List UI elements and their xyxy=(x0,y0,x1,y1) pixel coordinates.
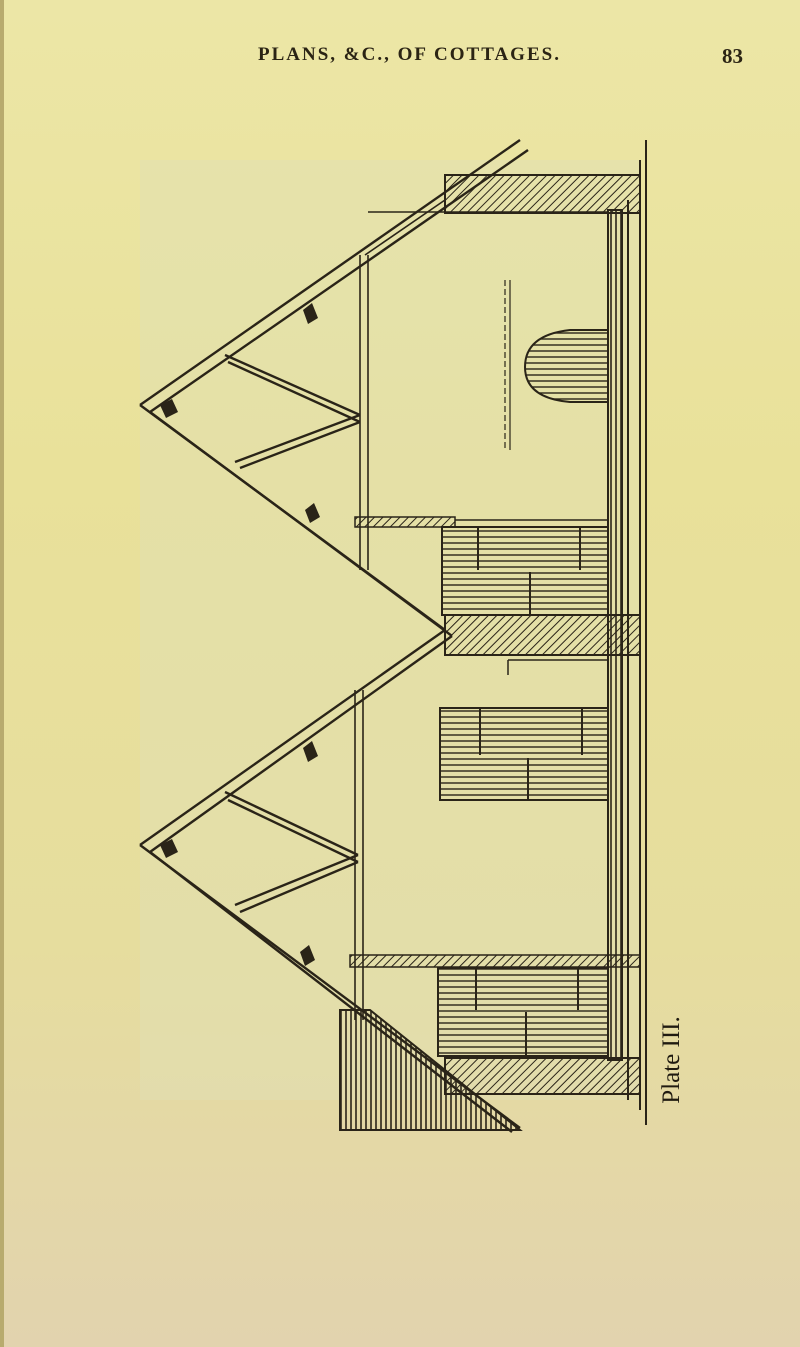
hearth-hood xyxy=(523,329,609,403)
top-beam xyxy=(444,174,641,214)
panel-door-middle xyxy=(439,707,609,801)
upper-room xyxy=(368,211,608,450)
floor-strip-lower xyxy=(349,954,641,968)
page-number: 83 xyxy=(722,44,743,68)
panel-door-upper xyxy=(441,526,609,616)
page-spine-edge xyxy=(0,0,4,1347)
gable-upper-knots xyxy=(160,303,320,523)
right-wall xyxy=(607,140,647,1125)
running-head-title: PLANS, &C., OF COTTAGES. xyxy=(258,44,561,65)
bottom-beam xyxy=(444,1057,641,1095)
gable-lower-knots xyxy=(160,741,318,966)
panel-door-lower xyxy=(437,967,609,1057)
plate-caption: Plate III. xyxy=(658,1016,685,1104)
chimney-base xyxy=(339,1009,523,1131)
floor-strip-upper xyxy=(354,516,456,528)
ledges xyxy=(455,519,608,675)
